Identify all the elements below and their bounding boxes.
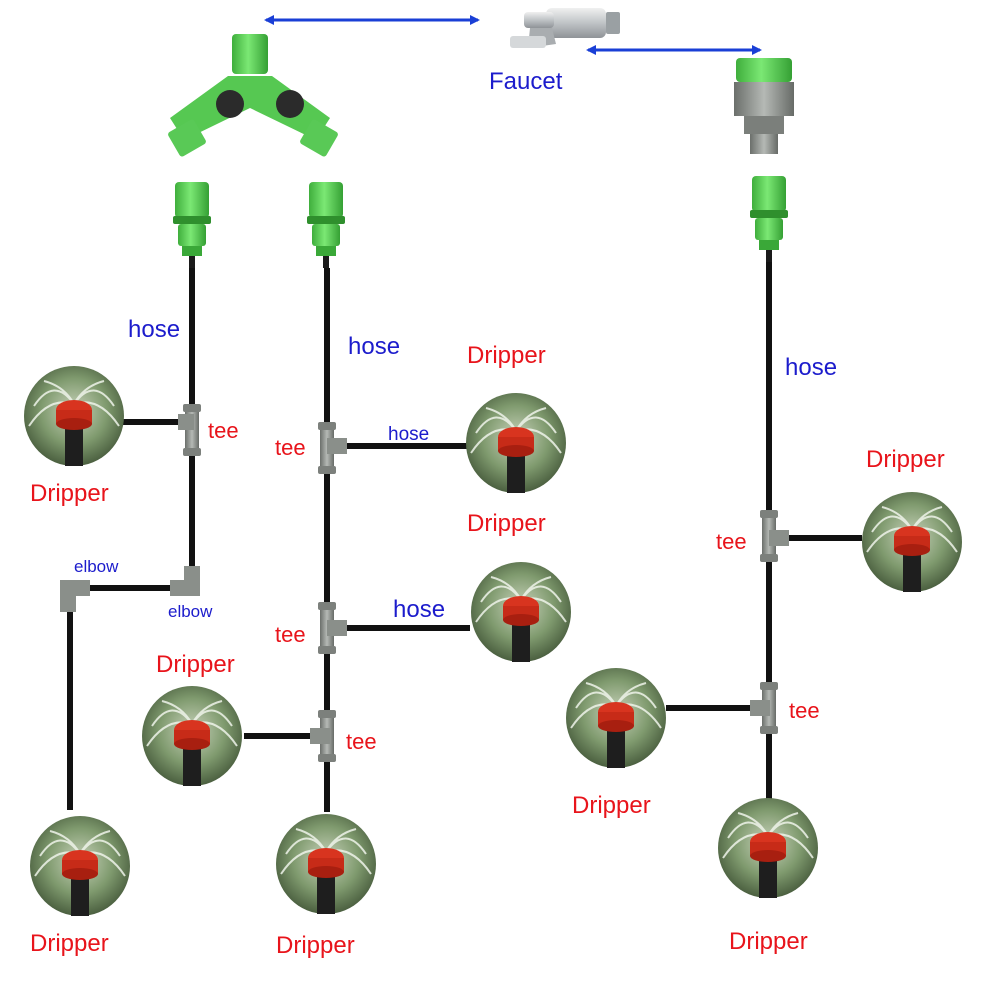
elbow-fitting-icon — [170, 566, 200, 596]
quick-connector-icon — [750, 176, 788, 262]
dripper-label: Dripper — [30, 930, 109, 957]
hose-label: hose — [128, 316, 181, 343]
tee-label: tee — [716, 529, 747, 554]
dripper-photo-icon — [717, 797, 819, 899]
tee-label: tee — [789, 698, 820, 723]
faucet-icon — [510, 8, 620, 48]
dripper-photo-icon — [275, 813, 377, 915]
tee-fitting-icon — [769, 530, 789, 546]
tee-fitting-icon — [310, 728, 330, 744]
faucet-label: Faucet — [489, 68, 563, 95]
dripper-photo-icon — [23, 365, 125, 467]
dripper-label: Dripper — [572, 792, 651, 819]
dripper-photo-icon — [861, 491, 963, 593]
dripper-label: Dripper — [467, 342, 546, 369]
tap-adapter-icon — [734, 58, 794, 154]
dripper-photo-icon — [29, 815, 131, 917]
quick-connector-icon — [173, 182, 211, 268]
elbow-label: elbow — [168, 602, 213, 621]
dripper-label: Dripper — [467, 510, 546, 537]
tee-label: tee — [275, 622, 306, 647]
dripper-photo-icon — [141, 685, 243, 787]
dripper-label: Dripper — [30, 480, 109, 507]
dripper-label: Dripper — [866, 446, 945, 473]
hose-label: hose — [348, 333, 401, 360]
tee-fitting-icon — [327, 620, 347, 636]
quick-connector-icon — [307, 182, 345, 268]
elbow-fitting-icon — [60, 580, 90, 612]
dripper-photo-icon — [565, 667, 667, 769]
hose-label: hose — [393, 596, 446, 623]
hose-label: hose — [388, 424, 430, 445]
dripper-label: Dripper — [276, 932, 355, 959]
dripper-label: Dripper — [156, 651, 235, 678]
dripper-photo-icon — [465, 392, 567, 494]
tee-label: tee — [346, 729, 377, 754]
dripper-label: Dripper — [729, 928, 808, 955]
tee-fitting-icon — [327, 438, 347, 454]
tee-label: tee — [275, 435, 306, 460]
elbow-label: elbow — [74, 557, 119, 576]
y-splitter-icon — [168, 34, 338, 157]
tee-label: tee — [208, 418, 239, 443]
tee-fitting-icon — [178, 414, 194, 430]
hose-label: hose — [785, 354, 838, 381]
dripper-photo-icon — [470, 561, 572, 663]
tee-fitting-icon — [750, 700, 770, 716]
